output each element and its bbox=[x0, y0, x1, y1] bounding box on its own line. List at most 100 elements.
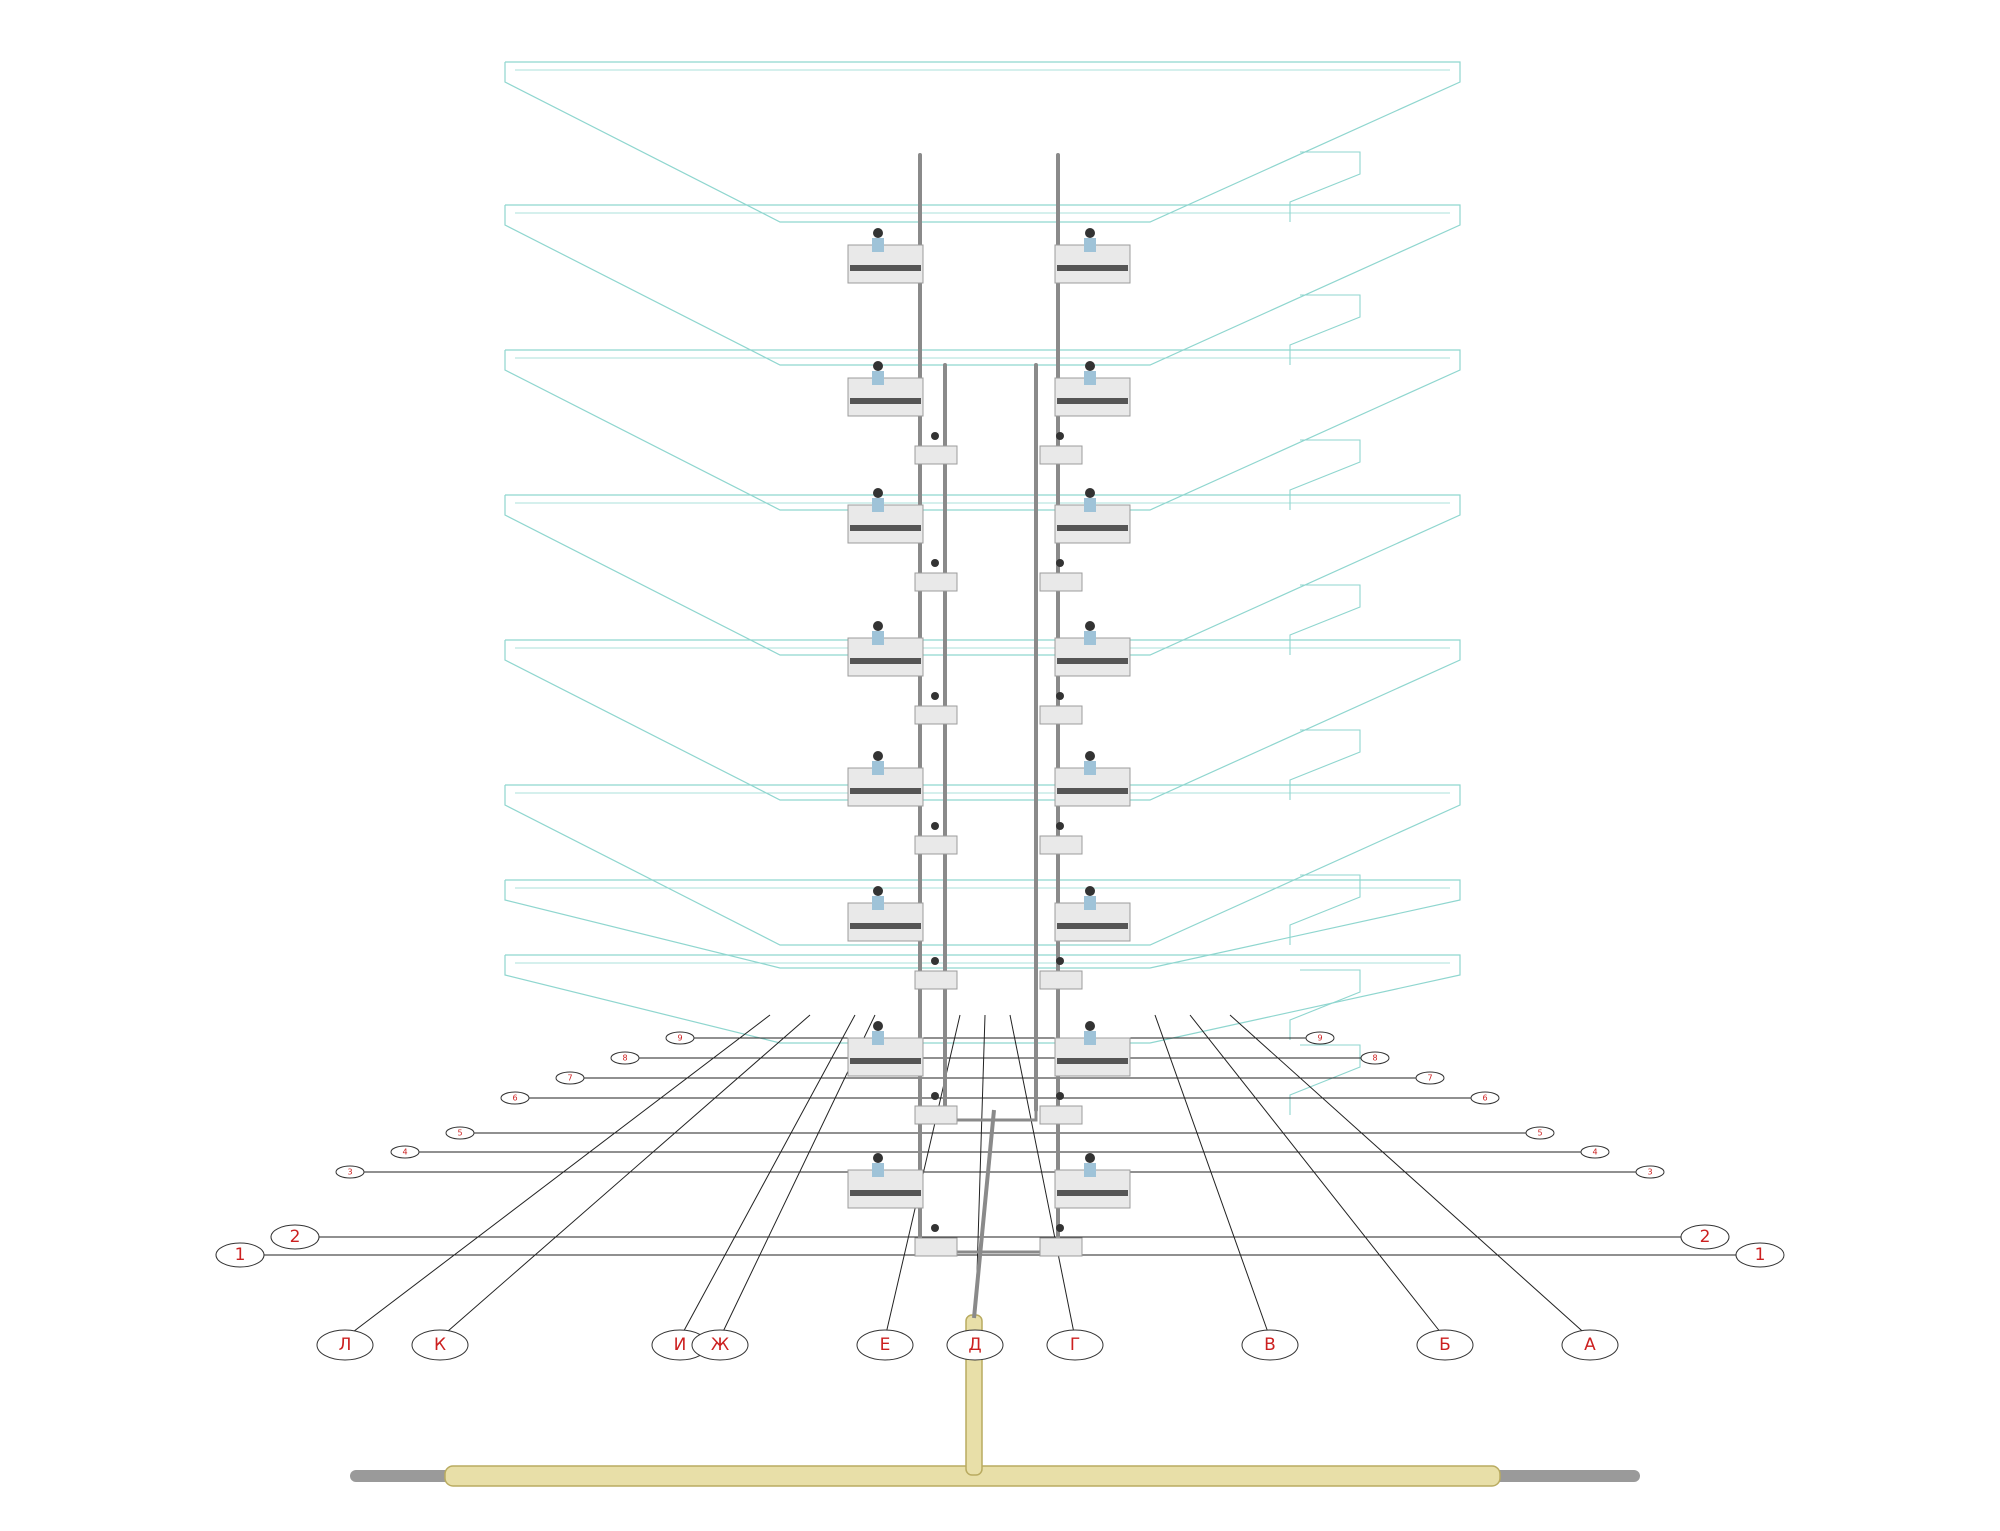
number-axis-label-left-bubble bbox=[555, 1071, 585, 1085]
fixture-small bbox=[914, 1237, 958, 1257]
fixture-shadow bbox=[850, 923, 921, 929]
letter-axis-label: Д bbox=[968, 1335, 981, 1355]
floor-slab bbox=[504, 349, 1461, 511]
fixture-shadow bbox=[1057, 1190, 1128, 1196]
letter-axis-label-bubble bbox=[411, 1329, 469, 1361]
person-icon bbox=[872, 1031, 884, 1045]
number-axis-label-left: 4 bbox=[402, 1148, 407, 1157]
number-axis-label-right: 1 bbox=[1755, 1245, 1766, 1265]
person-icon bbox=[1056, 957, 1064, 965]
fixture-shadow bbox=[1057, 658, 1128, 664]
person-icon bbox=[873, 1153, 883, 1163]
person-icon bbox=[1085, 1021, 1095, 1031]
number-axis-label-left: 1 bbox=[235, 1245, 246, 1265]
number-axis-label-left-bubble bbox=[335, 1165, 365, 1179]
floor-slab bbox=[504, 879, 1461, 969]
floor-slab bbox=[504, 784, 1461, 946]
number-axis-label-left: 8 bbox=[622, 1054, 627, 1063]
floor-slab-outlines bbox=[504, 61, 1461, 1115]
person-icon bbox=[872, 1163, 884, 1177]
floor-slab-step bbox=[1289, 729, 1361, 800]
number-axis-label-right-bubble bbox=[1680, 1224, 1730, 1250]
number-axis-label-right-bubble bbox=[1735, 1242, 1785, 1268]
person-icon bbox=[1085, 621, 1095, 631]
fixture-small bbox=[914, 572, 958, 592]
floor-slab bbox=[504, 954, 1461, 1044]
fixture-shadow bbox=[1057, 398, 1128, 404]
floor-slab bbox=[504, 494, 1461, 656]
number-axis-label-right: 4 bbox=[1592, 1148, 1597, 1157]
number-axis-label-left: 3 bbox=[347, 1168, 352, 1177]
sanitary-fixtures bbox=[847, 228, 1131, 1257]
number-axis-label-left: 6 bbox=[512, 1094, 517, 1103]
riser-connector bbox=[943, 1110, 1038, 1122]
number-axis-label-right-bubble bbox=[1470, 1091, 1500, 1105]
person-icon bbox=[1084, 238, 1096, 252]
letter-axis-label-bubble bbox=[316, 1329, 374, 1361]
floor-slab-step bbox=[1289, 874, 1361, 945]
number-axis-label-right: 3 bbox=[1647, 1168, 1652, 1177]
person-icon bbox=[872, 238, 884, 252]
number-axis-label-left: 2 bbox=[290, 1227, 301, 1247]
fixture-shadow bbox=[1057, 525, 1128, 531]
number-axis-label-right-bubble bbox=[1525, 1126, 1555, 1140]
fixture-box bbox=[847, 637, 924, 677]
person-icon bbox=[1085, 228, 1095, 238]
fixture-small bbox=[1039, 705, 1083, 725]
letter-axis-label-bubble bbox=[1561, 1329, 1619, 1361]
fixture-small bbox=[914, 1105, 958, 1125]
fixture-box bbox=[847, 377, 924, 417]
person-icon bbox=[872, 371, 884, 385]
person-icon bbox=[1085, 751, 1095, 761]
letter-axis-line bbox=[1189, 1014, 1446, 1339]
floor-slab-step bbox=[1289, 1044, 1361, 1115]
letter-axis-line bbox=[439, 1014, 811, 1339]
fixture-small bbox=[914, 970, 958, 990]
number-axis-label-right-bubble bbox=[1360, 1051, 1390, 1065]
letter-axis-line bbox=[1009, 1014, 1076, 1339]
main-collector-pipe bbox=[350, 1109, 1640, 1487]
letter-axis-label: А bbox=[1584, 1335, 1596, 1355]
person-icon bbox=[1056, 1224, 1064, 1232]
number-axis-label-left-bubble bbox=[270, 1224, 320, 1250]
person-icon bbox=[872, 631, 884, 645]
person-icon bbox=[1084, 498, 1096, 512]
person-icon bbox=[1085, 488, 1095, 498]
fixture-box bbox=[847, 1169, 924, 1209]
person-icon bbox=[872, 896, 884, 910]
number-axis-label-left: 7 bbox=[567, 1074, 572, 1083]
fixture-box bbox=[1054, 377, 1131, 417]
fixture-box bbox=[847, 767, 924, 807]
floor-slab-step bbox=[1289, 439, 1361, 510]
letter-axis-line bbox=[1229, 1014, 1591, 1339]
person-icon bbox=[931, 559, 939, 567]
floor-slab bbox=[504, 204, 1461, 366]
person-icon bbox=[1056, 692, 1064, 700]
person-icon bbox=[873, 751, 883, 761]
fixture-small bbox=[1039, 835, 1083, 855]
person-icon bbox=[873, 361, 883, 371]
fixture-small bbox=[914, 835, 958, 855]
letter-axis-label-bubble bbox=[1046, 1329, 1104, 1361]
letter-axis-label-bubble bbox=[691, 1329, 749, 1361]
fixture-shadow bbox=[1057, 1058, 1128, 1064]
person-icon bbox=[1084, 896, 1096, 910]
person-icon bbox=[1084, 631, 1096, 645]
number-axis-label-right: 2 bbox=[1700, 1227, 1711, 1247]
fixture-shadow bbox=[850, 398, 921, 404]
letter-axis-label: Ж bbox=[711, 1335, 729, 1355]
letter-axis-label: И bbox=[674, 1335, 687, 1355]
fixture-small bbox=[1039, 1237, 1083, 1257]
number-axis-label-right-bubble bbox=[1415, 1071, 1445, 1085]
number-axis-label-right: 6 bbox=[1482, 1094, 1487, 1103]
fixture-shadow bbox=[1057, 265, 1128, 271]
fixture-shadow bbox=[850, 265, 921, 271]
fixture-shadow bbox=[1057, 788, 1128, 794]
letter-axis-label-bubble bbox=[856, 1329, 914, 1361]
letter-axis-line bbox=[679, 1014, 856, 1339]
number-axis-label-left-bubble bbox=[500, 1091, 530, 1105]
number-axis-label-right: 5 bbox=[1537, 1129, 1542, 1138]
number-axis-label-left-bubble bbox=[445, 1126, 475, 1140]
person-icon bbox=[931, 692, 939, 700]
